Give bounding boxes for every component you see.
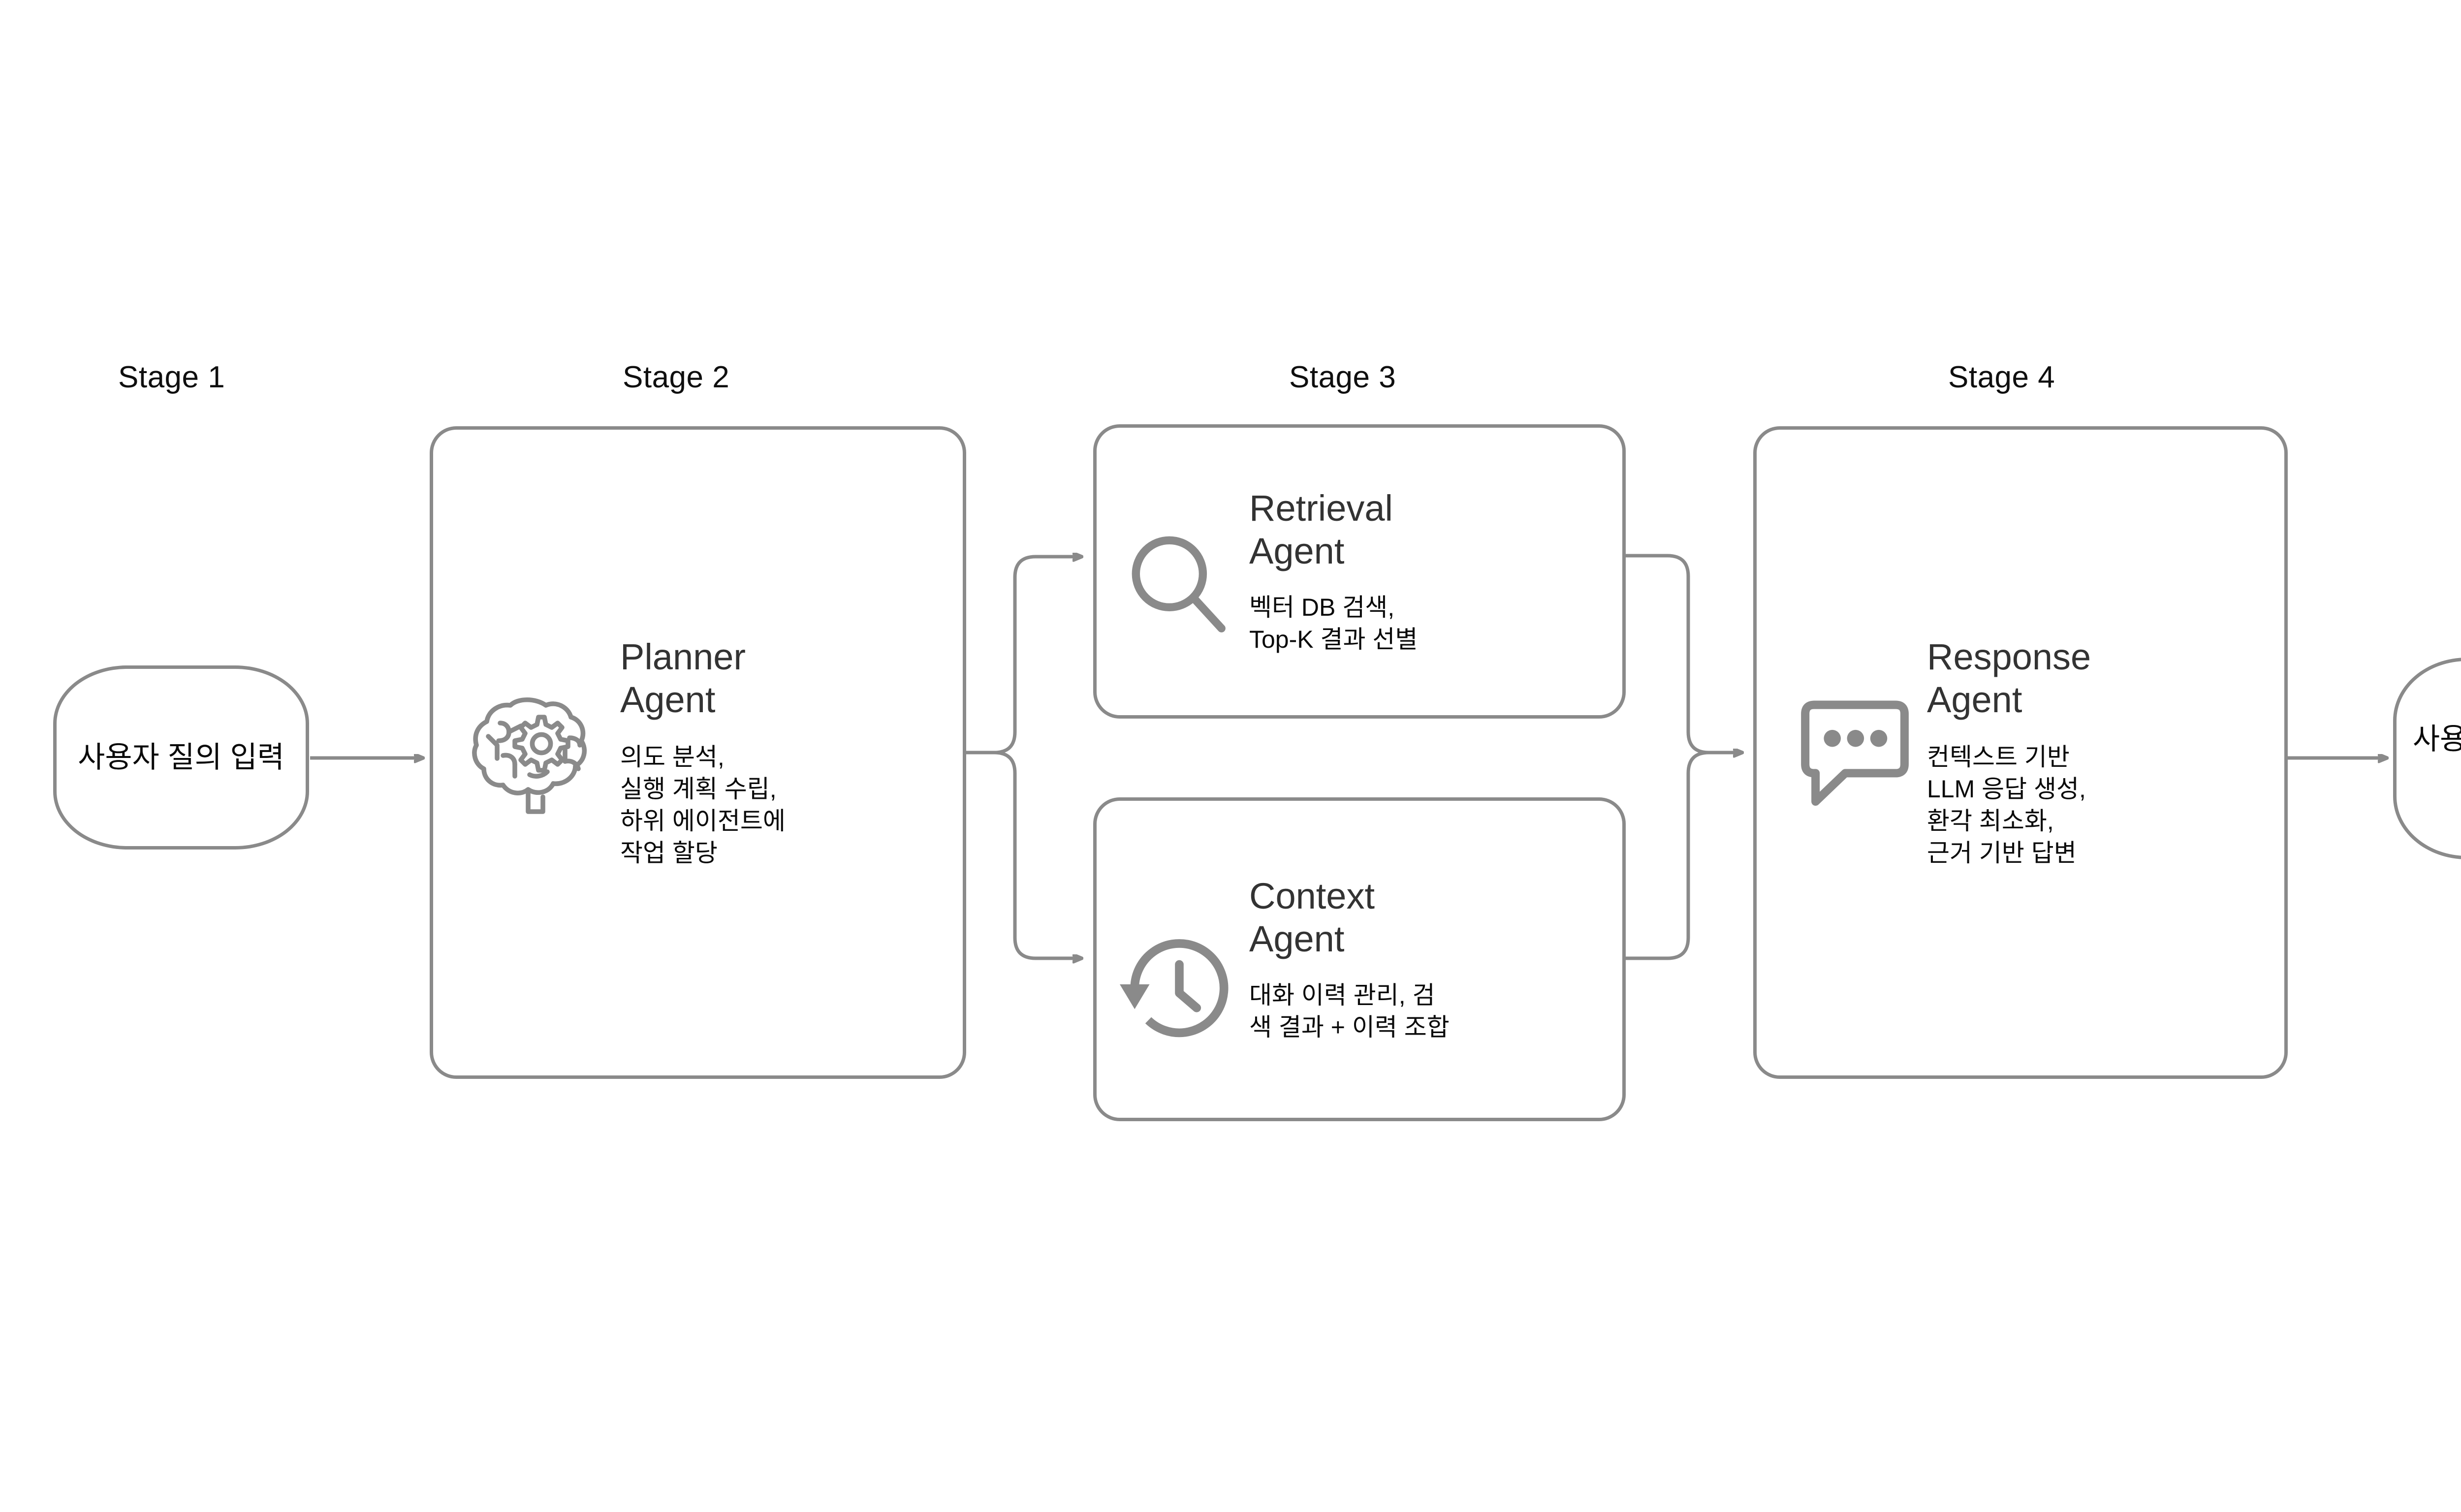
context-agent-body: Context Agent 대화 이력 관리, 검 색 결과 + 이력 조합	[1241, 875, 1622, 1043]
connector-planner-to-context	[994, 751, 1082, 958]
magnifier-icon	[1117, 524, 1241, 648]
retrieval-agent-card[interactable]: Retrieval Agent 벡터 DB 검색, Top-K 결과 선별	[1093, 424, 1626, 719]
connector-planner-to-retrieval	[994, 557, 1082, 755]
connector-context-to-response	[1626, 751, 1742, 960]
input-node-label: 사용자 질의 입력	[78, 740, 284, 774]
planner-agent-body: Planner Agent 의도 분석, 실행 계획 수립, 하위 에이전트에 …	[609, 636, 963, 869]
context-agent-card[interactable]: Context Agent 대화 이력 관리, 검 색 결과 + 이력 조합	[1093, 797, 1626, 1121]
connector-retrieval-to-response	[1626, 554, 1742, 753]
history-clock-icon	[1117, 930, 1241, 1054]
planner-agent-description: 의도 분석, 실행 계획 수립, 하위 에이전트에 작업 할당	[620, 743, 786, 867]
retrieval-agent-body: Retrieval Agent 벡터 DB 검색, Top-K 결과 선별	[1241, 487, 1622, 655]
response-agent-body: Response Agent 컨텍스트 기반 LLM 응답 생성, 환각 최소화…	[1916, 636, 2284, 869]
brain-gear-icon	[462, 679, 609, 826]
input-node[interactable]: 사용자 질의 입력	[53, 665, 309, 850]
retrieval-agent-description: 벡터 DB 검색, Top-K 결과 선별	[1249, 593, 1418, 653]
chat-bubble-dots-icon	[1787, 688, 1916, 817]
output-node-label: 사용자에게 맞춤형 응답 제공	[2412, 723, 2461, 756]
response-agent-title: Response Agent	[1927, 636, 2091, 720]
planner-agent-card[interactable]: Planner Agent 의도 분석, 실행 계획 수립, 하위 에이전트에 …	[430, 426, 966, 1079]
stage-label-4: Stage 4	[1948, 360, 2055, 394]
context-agent-title: Context Agent	[1249, 876, 1375, 959]
response-agent-card[interactable]: Response Agent 컨텍스트 기반 LLM 응답 생성, 환각 최소화…	[1753, 426, 2288, 1079]
context-agent-description: 대화 이력 관리, 검 색 결과 + 이력 조합	[1249, 981, 1450, 1041]
planner-agent-title: Planner Agent	[620, 636, 746, 720]
stage-label-3: Stage 3	[1289, 360, 1396, 394]
response-agent-description: 컨텍스트 기반 LLM 응답 생성, 환각 최소화, 근거 기반 답변	[1927, 743, 2086, 867]
stage-label-1: Stage 1	[118, 360, 225, 394]
retrieval-agent-title: Retrieval Agent	[1249, 488, 1393, 571]
output-node[interactable]: 사용자에게 맞춤형 응답 제공	[2393, 658, 2461, 859]
stage-label-2: Stage 2	[623, 360, 730, 394]
